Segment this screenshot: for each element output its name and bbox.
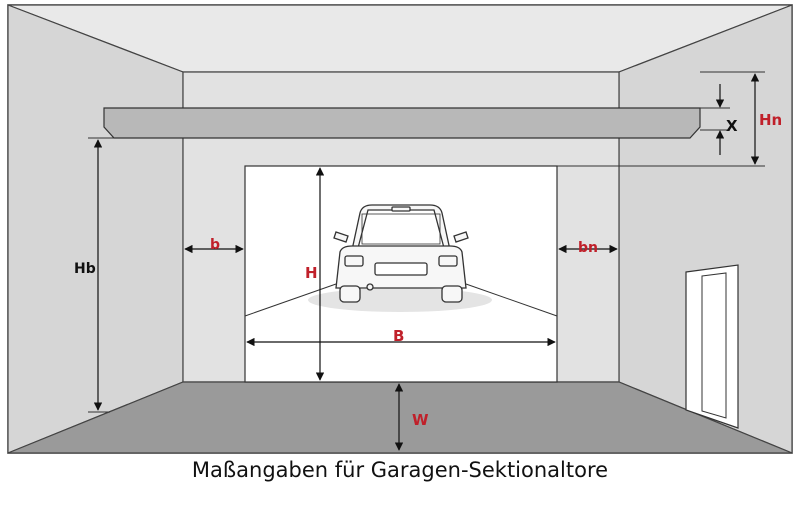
label-hb: Hb [74, 261, 96, 277]
label-x: X [726, 117, 738, 135]
label-h: H [305, 264, 318, 282]
car-shadow [308, 288, 492, 312]
label-w: W [412, 411, 429, 429]
label-b: b [210, 237, 220, 253]
left-wall [7, 4, 184, 454]
label-b-width: B [393, 327, 404, 345]
car-icon [333, 204, 469, 303]
label-hn: Hn [759, 111, 782, 129]
header-beam [103, 107, 701, 139]
diagram-caption: Maßangaben für Garagen-Sektionaltore [191, 458, 609, 482]
side-door-opening [701, 272, 727, 419]
road-line-right [465, 283, 558, 317]
label-bn: bn [578, 240, 598, 256]
